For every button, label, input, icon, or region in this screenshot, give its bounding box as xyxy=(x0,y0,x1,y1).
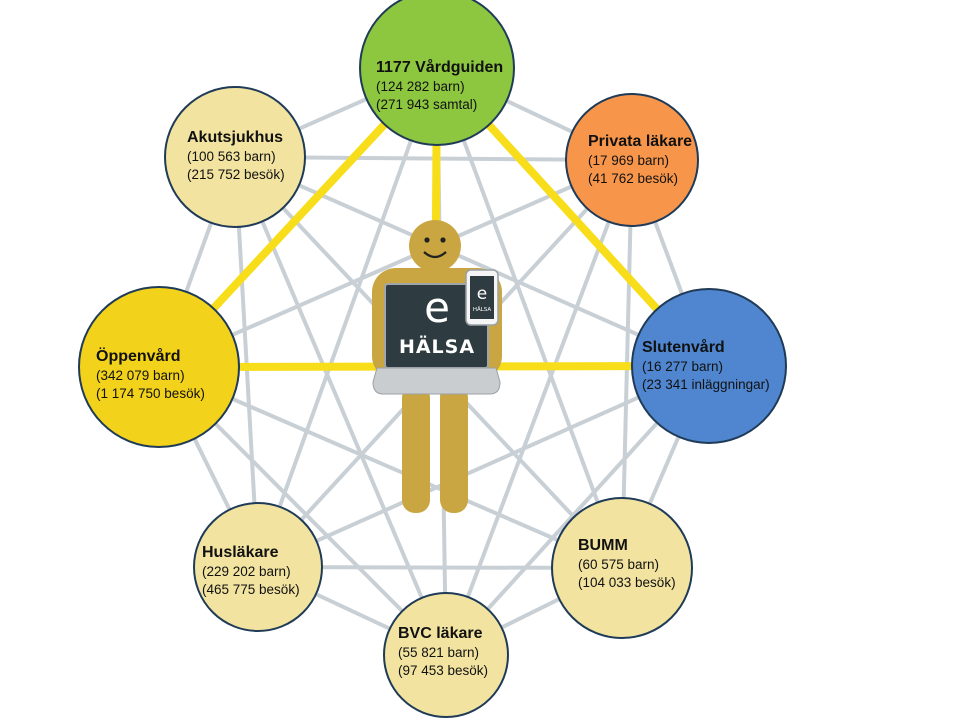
person-head xyxy=(409,220,461,272)
node-count-visits: (215 752 besök) xyxy=(187,166,285,182)
node-label-privata: Privata läkare (17 969 barn) (41 762 besök… xyxy=(588,134,692,185)
node-count-visits: (465 775 besök) xyxy=(202,581,300,597)
node-count-visits: (41 762 besök) xyxy=(588,170,679,186)
node-count-children: (60 575 barn) xyxy=(578,557,660,572)
node-count-children: (17 969 barn) xyxy=(588,153,670,168)
node-count-visits: (97 453 besök) xyxy=(398,662,489,678)
node-label-bumm: BUMM (60 575 barn) (104 033 besök) xyxy=(578,538,676,589)
node-count-children: (16 277 barn) xyxy=(642,359,724,374)
node-title: Akutsjukhus xyxy=(187,129,284,146)
connection-line xyxy=(435,67,624,569)
node-label-huslakare: Husläkare (229 202 barn) (465 775 besök) xyxy=(202,545,300,596)
node-label-akutsjukhus: Akutsjukhus (100 563 barn) (215 752 besök) xyxy=(187,130,285,181)
laptop-base xyxy=(372,367,501,395)
node-title: 1177 Vårdguiden xyxy=(376,59,504,76)
node-count-children: (124 282 barn) xyxy=(376,79,465,94)
connection-line xyxy=(256,67,439,568)
phone-logo-text: HÄLSA xyxy=(473,306,492,313)
person-eye-right xyxy=(440,237,446,243)
person-right-leg xyxy=(440,385,468,513)
connection-line xyxy=(233,156,448,656)
person-smile xyxy=(423,251,447,259)
node-count-children: (100 563 barn) xyxy=(187,149,276,164)
node-circle-huslakare xyxy=(193,502,323,632)
node-circle-akutsjukhus xyxy=(164,86,306,228)
node-count-visits: (104 033 besök) xyxy=(578,574,676,590)
node-title: BVC läkare xyxy=(398,625,483,642)
node-label-1177: 1177 Vårdguiden (124 282 barn) (271 943 sa… xyxy=(376,60,503,111)
phone-logo-letter: e xyxy=(477,284,487,304)
connection-line xyxy=(257,364,710,569)
node-count-visits: (1 174 750 besök) xyxy=(96,385,205,401)
node-count-children: (229 202 barn) xyxy=(202,564,291,579)
person-eye-left xyxy=(424,237,430,243)
node-circle-oppenvard xyxy=(78,286,240,448)
node-count-visits: (271 943 samtal) xyxy=(376,96,478,112)
node-label-bvc: BVC läkare (55 821 barn) (97 453 besök) xyxy=(398,626,488,677)
node-circle-privata xyxy=(565,93,699,227)
node-title: Slutenvård xyxy=(642,339,725,356)
node-title: Privata läkare xyxy=(588,133,693,150)
node-title: BUMM xyxy=(578,537,628,554)
person-left-leg xyxy=(402,385,430,513)
node-circle-bvc xyxy=(383,592,509,718)
connection-line xyxy=(234,155,710,368)
node-count-visits: (23 341 inläggningar) xyxy=(642,376,770,392)
node-circle-slutenvard xyxy=(631,288,787,444)
laptop-logo-text: HÄLSA xyxy=(399,334,475,358)
node-circle-1177 xyxy=(359,0,515,146)
node-count-children: (342 079 barn) xyxy=(96,368,185,383)
node-circle-bumm xyxy=(551,497,693,639)
node-label-slutenvard: Slutenvård (16 277 barn) (23 341 inläggnin… xyxy=(642,340,770,391)
node-circles xyxy=(78,0,787,718)
node-label-oppenvard: Öppenvård (342 079 barn) (1 174 750 besök) xyxy=(96,349,205,400)
node-title: Öppenvård xyxy=(96,348,181,365)
node-count-children: (55 821 barn) xyxy=(398,645,480,660)
node-title: Husläkare xyxy=(202,544,279,561)
connection-line xyxy=(158,365,623,570)
phone-screen xyxy=(470,276,494,319)
laptop-logo-letter: e xyxy=(424,283,450,332)
